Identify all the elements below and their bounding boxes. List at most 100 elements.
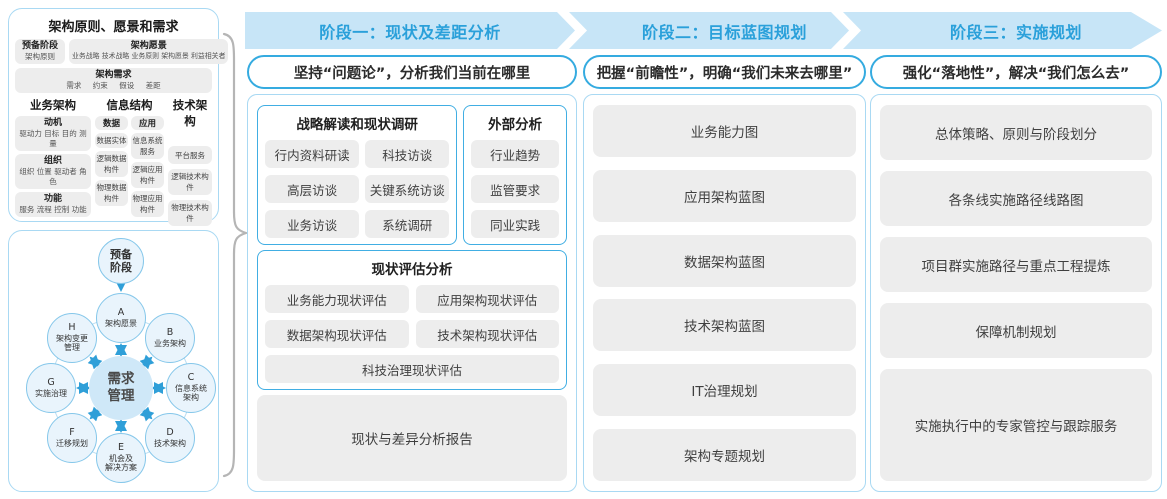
technology-item: 平台服务 xyxy=(168,146,212,164)
phase1-item: 技术架构现状评估 xyxy=(415,320,559,348)
adm-node-label: 实施治理 xyxy=(35,388,67,398)
organization-box: 组织 组织 位置 驱动者 角色 xyxy=(15,153,91,189)
adm-node-f: F 迁移规划 xyxy=(47,413,97,463)
adm-node-label: 业务架构 xyxy=(154,338,186,348)
motivation-sub: 驱动力 目标 目的 测量 xyxy=(19,129,87,148)
organization-sub: 组织 位置 驱动者 角色 xyxy=(19,167,87,186)
phase2-item: 应用架构蓝图 xyxy=(593,169,856,222)
data-header: 数据 xyxy=(95,116,128,130)
phase1-item: 行内资料研读 xyxy=(265,140,360,168)
architecture-requirements-sub: 需求 约束 假设 差距 xyxy=(66,81,161,91)
data-item: 物理数据构件 xyxy=(95,180,128,206)
phase1-item: 科技访谈 xyxy=(365,140,450,168)
architecture-vision-title: 架构愿景 xyxy=(130,41,167,51)
phase1-container: 战略解读和现状调研 行内资料研读 科技访谈 高层访谈 关键系统访谈 业务访谈 系… xyxy=(247,94,577,492)
application-item: 物理应用构件 xyxy=(131,191,164,217)
motivation-title: 动机 xyxy=(43,118,62,128)
assessment-group: 现状评估分析 业务能力现状评估 应用架构现状评估 数据架构现状评估 技术架构现状… xyxy=(257,250,567,390)
adm-prep-circle: 预备 阶段 xyxy=(98,238,144,284)
phase2-item: 数据架构蓝图 xyxy=(593,234,856,287)
phase3-item: 项目群实施路径与重点工程提炼 xyxy=(880,237,1152,292)
phase1-item: 行业趋势 xyxy=(471,140,559,168)
adm-node-letter: C xyxy=(187,372,195,384)
technology-architecture-title: 技术架构 xyxy=(172,98,208,128)
phase3-item: 保障机制规划 xyxy=(880,303,1152,358)
phase1-item: 业务访谈 xyxy=(265,210,360,238)
phase1-subtitle: 坚持“问题论”，分析我们当前在哪里 xyxy=(247,55,577,89)
phase1-item: 应用架构现状评估 xyxy=(415,285,559,313)
phase3-container: 总体策略、原则与阶段划分 各条线实施路径线路图 项目群实施路径与重点工程提炼 保… xyxy=(870,94,1162,492)
phase2-item: 业务能力图 xyxy=(593,105,856,157)
phase1-item: 监管要求 xyxy=(471,175,559,203)
phase1-item: 业务能力现状评估 xyxy=(265,285,409,313)
technology-item: 逻辑技术构件 xyxy=(168,169,212,195)
panel-title: 架构原则、愿景和需求 xyxy=(48,20,179,35)
phase3-banner: 阶段三：实施规划 xyxy=(949,22,1082,42)
phase3-subtitle: 强化“落地性”，解决“我们怎么去” xyxy=(870,55,1162,89)
architecture-requirements-box: 架构需求 需求 约束 假设 差距 xyxy=(15,68,212,93)
phase1-item: 系统调研 xyxy=(365,210,450,238)
adm-node-label: 技术架构 xyxy=(154,438,186,448)
phase3-item: 各条线实施路径线路图 xyxy=(880,171,1152,226)
phase2-item: 架构专题规划 xyxy=(593,428,856,481)
information-structure-column: 信息结构 数据 数据实体 逻辑数据构件 物理数据构件 应用 信息系统服务 逻辑应… xyxy=(95,97,164,226)
function-sub: 服务 流程 控制 功能 xyxy=(19,204,87,214)
research-group-title: 战略解读和现状调研 xyxy=(296,117,418,133)
adm-node-g: G 实施治理 xyxy=(26,363,76,413)
adm-node-label: 机会及 解决方案 xyxy=(105,454,137,473)
architecture-requirements-title: 架构需求 xyxy=(95,70,132,80)
phase1-item: 高层访谈 xyxy=(265,175,360,203)
adm-node-letter: H xyxy=(68,322,76,334)
architecture-principles-panel: 架构原则、愿景和需求 预备阶段 架构原则 架构愿景 业务战略 技术战略 业务原则… xyxy=(8,8,229,267)
organization-title: 组织 xyxy=(43,155,62,166)
adm-node-letter: E xyxy=(117,442,124,454)
phase1-item: 关键系统访谈 xyxy=(365,175,450,203)
application-item: 逻辑应用构件 xyxy=(131,162,164,188)
phase2-container: 业务能力图 应用架构蓝图 数据架构蓝图 技术架构蓝图 IT治理规划 架构专题规划 xyxy=(583,94,866,492)
technology-architecture-column: 技术架构 平台服务 逻辑技术构件 物理技术构件 xyxy=(168,97,212,226)
phase1-item: 同业实践 xyxy=(471,210,559,238)
phase3-item: 实施执行中的专家管控与跟踪服务 xyxy=(880,369,1152,481)
phase2-item: 技术架构蓝图 xyxy=(593,299,856,352)
brace-connector xyxy=(222,32,250,478)
architecture-vision-sub: 业务战略 技术战略 业务原则 架构愿景 利益相关者 xyxy=(72,52,226,61)
adm-node-e: E 机会及 解决方案 xyxy=(96,433,146,483)
motivation-box: 动机 驱动力 目标 目的 测量 xyxy=(15,116,91,151)
adm-node-letter: B xyxy=(166,326,174,338)
application-item: 信息系统服务 xyxy=(131,133,164,159)
phase1-item: 数据架构现状评估 xyxy=(265,320,409,348)
adm-node-letter: G xyxy=(47,376,55,388)
phase2-banner: 阶段二：目标蓝图规划 xyxy=(641,22,807,42)
adm-node-label: 信息系统 架构 xyxy=(175,384,207,403)
research-group: 战略解读和现状调研 行内资料研读 科技访谈 高层访谈 关键系统访谈 业务访谈 系… xyxy=(257,105,458,245)
data-item: 数据实体 xyxy=(95,133,128,148)
adm-node-letter: F xyxy=(69,426,75,438)
adm-node-h: H 架构变更 管理 xyxy=(47,313,97,363)
data-subcolumn: 数据 数据实体 逻辑数据构件 物理数据构件 xyxy=(95,116,128,217)
architecture-vision-box: 架构愿景 业务战略 技术战略 业务原则 架构愿景 利益相关者 xyxy=(69,39,229,64)
assessment-group-title: 现状评估分析 xyxy=(371,262,453,278)
technology-item: 物理技术构件 xyxy=(168,200,212,226)
adm-node-letter: A xyxy=(117,306,125,318)
adm-cycle-panel: 预备 阶段 需求 管理 A 架构愿景 B 业务架构 C 信息系统 架构 D 技术… xyxy=(8,230,219,492)
phase2-item: IT治理规划 xyxy=(593,364,856,417)
adm-node-d: D 技术架构 xyxy=(145,413,195,463)
phase2-subtitle: 把握“前瞻性”，明确“我们未来去哪里” xyxy=(583,55,866,89)
adm-node-label: 迁移规划 xyxy=(56,438,88,448)
phase1-banner: 阶段一：现状及差距分析 xyxy=(319,22,501,42)
adm-node-label: 架构变更 管理 xyxy=(56,334,88,353)
application-subcolumn: 应用 信息系统服务 逻辑应用构件 物理应用构件 xyxy=(131,116,164,217)
function-box: 功能 服务 流程 控制 功能 xyxy=(15,191,91,217)
business-architecture-column: 业务架构 动机 驱动力 目标 目的 测量 组织 组织 位置 驱动者 角色 功能 … xyxy=(15,97,91,226)
adm-center-circle: 需求 管理 xyxy=(89,356,153,420)
phase1-item: 科技治理现状评估 xyxy=(265,355,559,383)
adm-node-a: A 架构愿景 xyxy=(96,293,146,343)
adm-node-c: C 信息系统 架构 xyxy=(166,363,216,413)
phase-band xyxy=(245,12,1162,49)
prep-phase-title: 预备阶段 xyxy=(21,41,58,51)
adm-node-b: B 业务架构 xyxy=(145,313,195,363)
adm-node-label: 架构愿景 xyxy=(105,318,137,328)
prep-phase-sub: 架构原则 xyxy=(25,52,55,62)
prep-phase-box: 预备阶段 架构原则 xyxy=(15,39,65,64)
